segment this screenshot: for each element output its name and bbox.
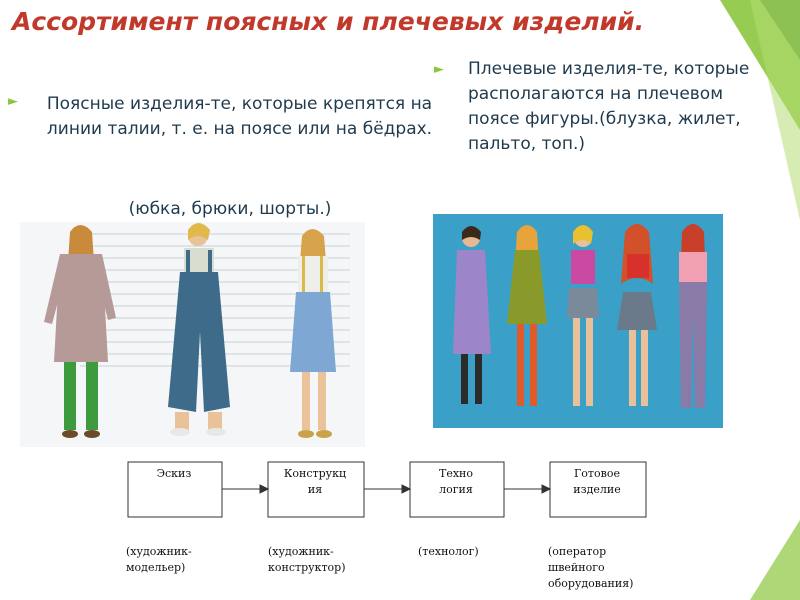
production-flow-diagram — [127, 461, 647, 518]
waist-garments-definition: Поясные изделия-те, которые крепятся на … — [46, 94, 433, 139]
flow-role-label: (технолог) — [418, 545, 479, 558]
bullet-arrow-icon: ► — [8, 94, 18, 109]
flow-box — [409, 461, 505, 518]
flow-box — [127, 461, 223, 518]
decorative-triangles — [720, 0, 800, 600]
shoulder-garments-definition: Плечевые изделия-те, которые располагают… — [468, 59, 750, 154]
flow-box — [549, 461, 647, 518]
bullet-arrow-icon: ► — [434, 62, 444, 77]
flow-role-label: (художник-конструктор) — [268, 545, 346, 574]
arrow-icon — [222, 484, 552, 494]
flow-box-label: Эскиз — [156, 467, 192, 480]
flow-role-label: (художник-модельер) — [126, 545, 192, 574]
waist-garments-illustration — [20, 222, 365, 447]
waist-garments-examples: (юбка, брюки, шорты.) — [128, 199, 332, 219]
shoulder-garments-illustration — [433, 214, 723, 428]
slide-title: Ассортимент поясных и плечевых изделий. — [12, 7, 645, 36]
